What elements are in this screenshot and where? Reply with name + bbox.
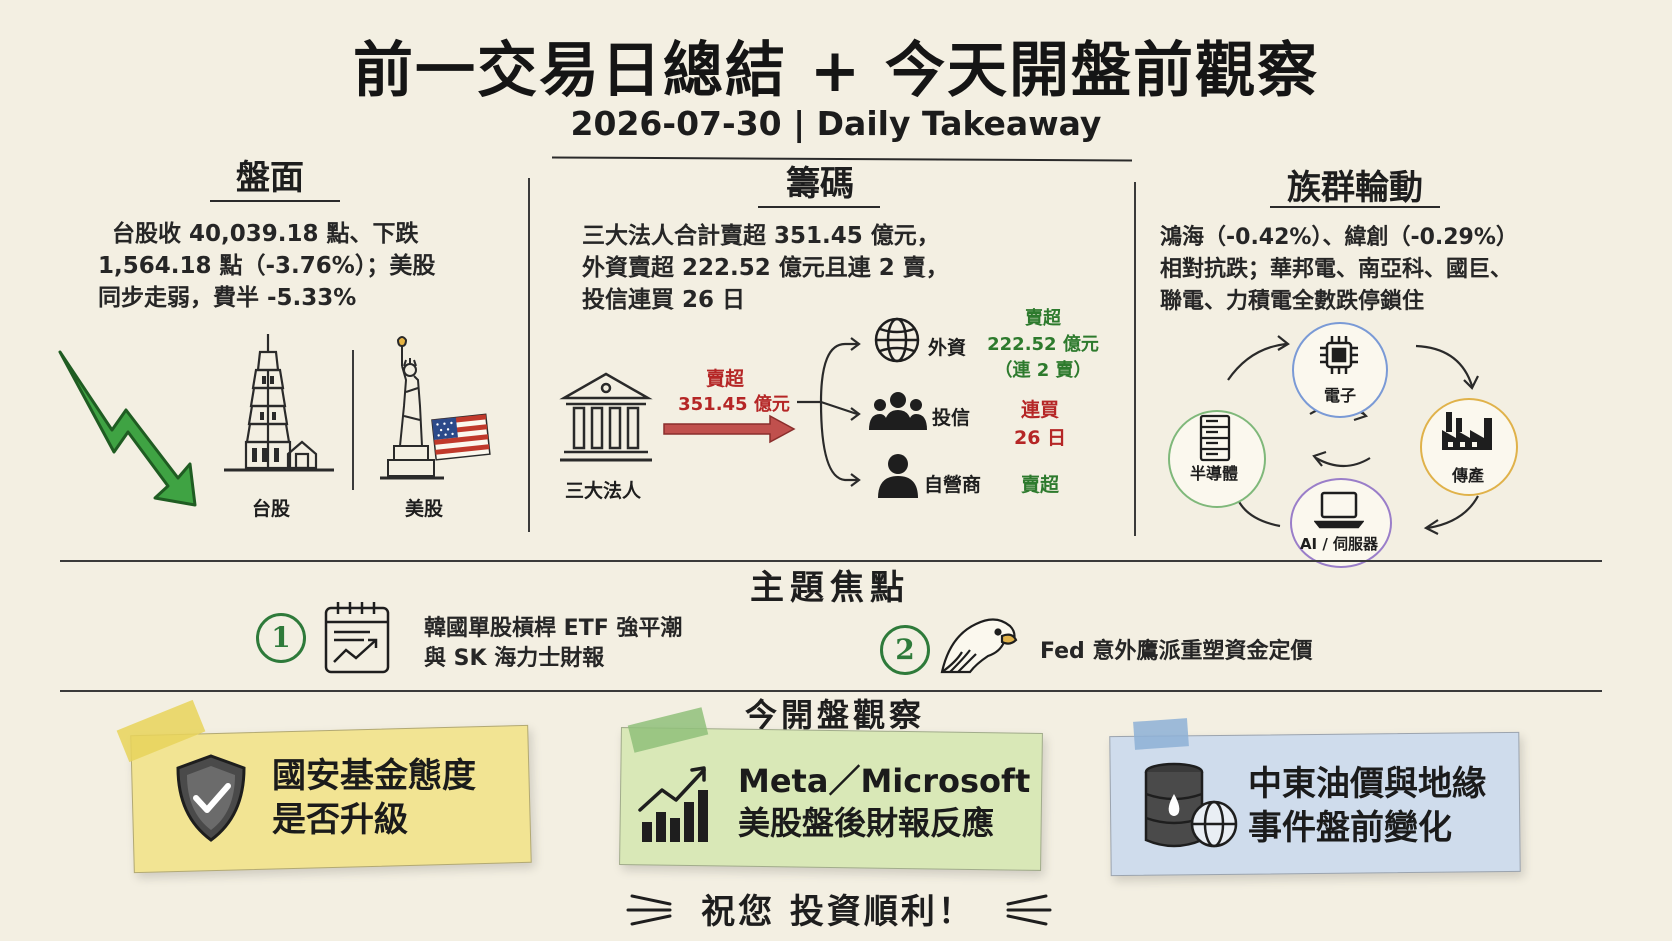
theme-2-text: Fed 意外鷹派重塑資金定價 [1040, 639, 1313, 664]
chips-summary: 三大法人合計賣超 351.45 億元， 外資賣超 222.52 億元且連 2 賣… [582, 220, 1102, 316]
down-trend-arrow-icon [58, 350, 197, 507]
footer-left-sparkle-icon [626, 894, 672, 926]
themes-heading: 主題焦點 [750, 568, 910, 608]
shield-check-icon [176, 754, 246, 842]
group-icon [869, 392, 927, 430]
dealers-label: 自營商 [924, 474, 982, 496]
bank-building-icon [559, 372, 653, 462]
horizontal-divider-2 [60, 690, 1602, 692]
investment-trust-label: 投信 [932, 407, 971, 429]
market-heading: 盤面 [236, 158, 304, 198]
investment-trust-value: 連買 26 日 [1000, 396, 1080, 452]
rotation-line-1: 鴻海（-0.42%）、緯創（-0.29%） [1160, 225, 1518, 250]
chips-line-3: 投信連買 26 日 [582, 287, 746, 313]
sell-flow-arrow-icon [663, 414, 796, 444]
rotation-line-3: 聯電、力積電全數跌停鎖住 [1160, 289, 1425, 314]
trust-value-line-1: 連買 [1020, 399, 1059, 421]
footer-right-sparkle-icon [1006, 894, 1052, 926]
branch-connector-lines [797, 337, 861, 487]
page-title: 前一交易日總結 + 今天開盤前觀察 [352, 36, 1320, 106]
total-sell-amount: 351.45 億元 [678, 394, 790, 415]
theme-1-line-2: 與 SK 海力士財報 [424, 646, 605, 671]
watch-note-2-line-1: Meta／Microsoft [738, 762, 1031, 800]
theme-1-line-1: 韓國單股槓桿 ETF 強平潮 [424, 616, 683, 641]
theme-number-1: 1 [256, 613, 306, 663]
trust-value-line-2: 26 日 [1013, 427, 1067, 449]
rotation-label-semiconductor: 半導體 [1189, 464, 1238, 483]
chips-heading-underline [758, 206, 880, 208]
eagle-icon [940, 618, 1018, 674]
watch-note-2-line-2: 美股盤後財報反應 [738, 804, 995, 842]
person-icon [878, 454, 918, 498]
horizontal-divider-1 [60, 560, 1602, 562]
watch-note-1-line-2: 是否升級 [272, 800, 408, 840]
chips-heading: 籌碼 [786, 164, 854, 204]
rotation-line-2: 相對抗跌；華邦電、南亞科、國巨、 [1160, 257, 1513, 282]
market-summary: 台股收 40,039.18 點、下跌 1,564.18 點（-3.76%）；美股… [98, 218, 518, 314]
watch-heading: 今開盤觀察 [744, 696, 925, 734]
watch-note-3-line-2: 事件盤前變化 [1248, 808, 1452, 848]
watch-note-3-line-1: 中東油價與地緣 [1248, 764, 1486, 804]
watch-note-3-text: 中東油價與地緣 事件盤前變化 [1248, 762, 1518, 850]
rotation-label-ai-server: AI / 伺服器 [1299, 535, 1379, 553]
dealers-value: 賣超 [1020, 474, 1059, 496]
statue-of-liberty-icon [380, 336, 491, 480]
footer-message: 祝您 投資順利！ [701, 892, 975, 932]
market-split-line [352, 350, 354, 490]
laptop-icon [1314, 491, 1364, 529]
oil-barrel-globe-icon [1144, 762, 1238, 848]
calendar-chart-icon [324, 602, 390, 674]
factory-icon [1442, 412, 1492, 450]
section-divider-2 [1134, 182, 1136, 536]
taipei-101-icon [224, 334, 334, 472]
server-rack-icon [1199, 414, 1231, 462]
foreign-value-line-3: （連 2 賣） [994, 360, 1092, 381]
foreign-investors-label: 外資 [928, 337, 967, 359]
growth-chart-icon [638, 766, 708, 842]
theme-1-text: 韓國單股槓桿 ETF 強平潮 與 SK 海力士財報 [424, 614, 844, 674]
market-line-3: 同步走弱，費半 -5.33% [98, 285, 357, 311]
theme-number-2: 2 [880, 625, 930, 675]
tw-market-label: 台股 [252, 498, 291, 520]
market-heading-underline [210, 200, 340, 202]
page-subtitle: 2026-07-30 | Daily Takeaway [570, 104, 1102, 143]
foreign-investors-value: 賣超 222.52 億元 （連 2 賣） [980, 306, 1106, 384]
us-market-label: 美股 [405, 498, 444, 520]
foreign-value-line-2: 222.52 億元 [987, 334, 1099, 355]
rotation-label-traditional: 傳產 [1451, 466, 1484, 485]
globe-icon [874, 317, 920, 363]
rotation-heading: 族群輪動 [1287, 168, 1423, 208]
watch-note-1-text: 國安基金態度 是否升級 [272, 754, 522, 842]
institutions-label: 三大法人 [565, 480, 642, 502]
rotation-heading-underline [1270, 206, 1440, 208]
rotation-summary: 鴻海（-0.42%）、緯創（-0.29%） 相對抗跌；華邦電、南亞科、國巨、 聯… [1160, 222, 1660, 318]
watch-note-2-text: Meta／Microsoft 美股盤後財報反應 [738, 760, 1038, 844]
chip-icon [1320, 336, 1358, 374]
chips-line-1: 三大法人合計賣超 351.45 億元， [582, 223, 940, 249]
rotation-label-electronics: 電子 [1323, 386, 1356, 405]
foreign-value-line-1: 賣超 [1025, 308, 1061, 329]
watch-note-3-tape [1133, 718, 1189, 750]
total-sell-label: 賣超 [705, 368, 744, 390]
section-divider-1 [528, 178, 530, 532]
market-line-2: 1,564.18 點（-3.76%）；美股 [98, 253, 436, 279]
chips-line-2: 外資賣超 222.52 億元且連 2 賣， [582, 255, 949, 281]
market-line-1: 台股收 40,039.18 點、下跌 [112, 221, 419, 247]
watch-note-1-line-1: 國安基金態度 [272, 756, 476, 796]
